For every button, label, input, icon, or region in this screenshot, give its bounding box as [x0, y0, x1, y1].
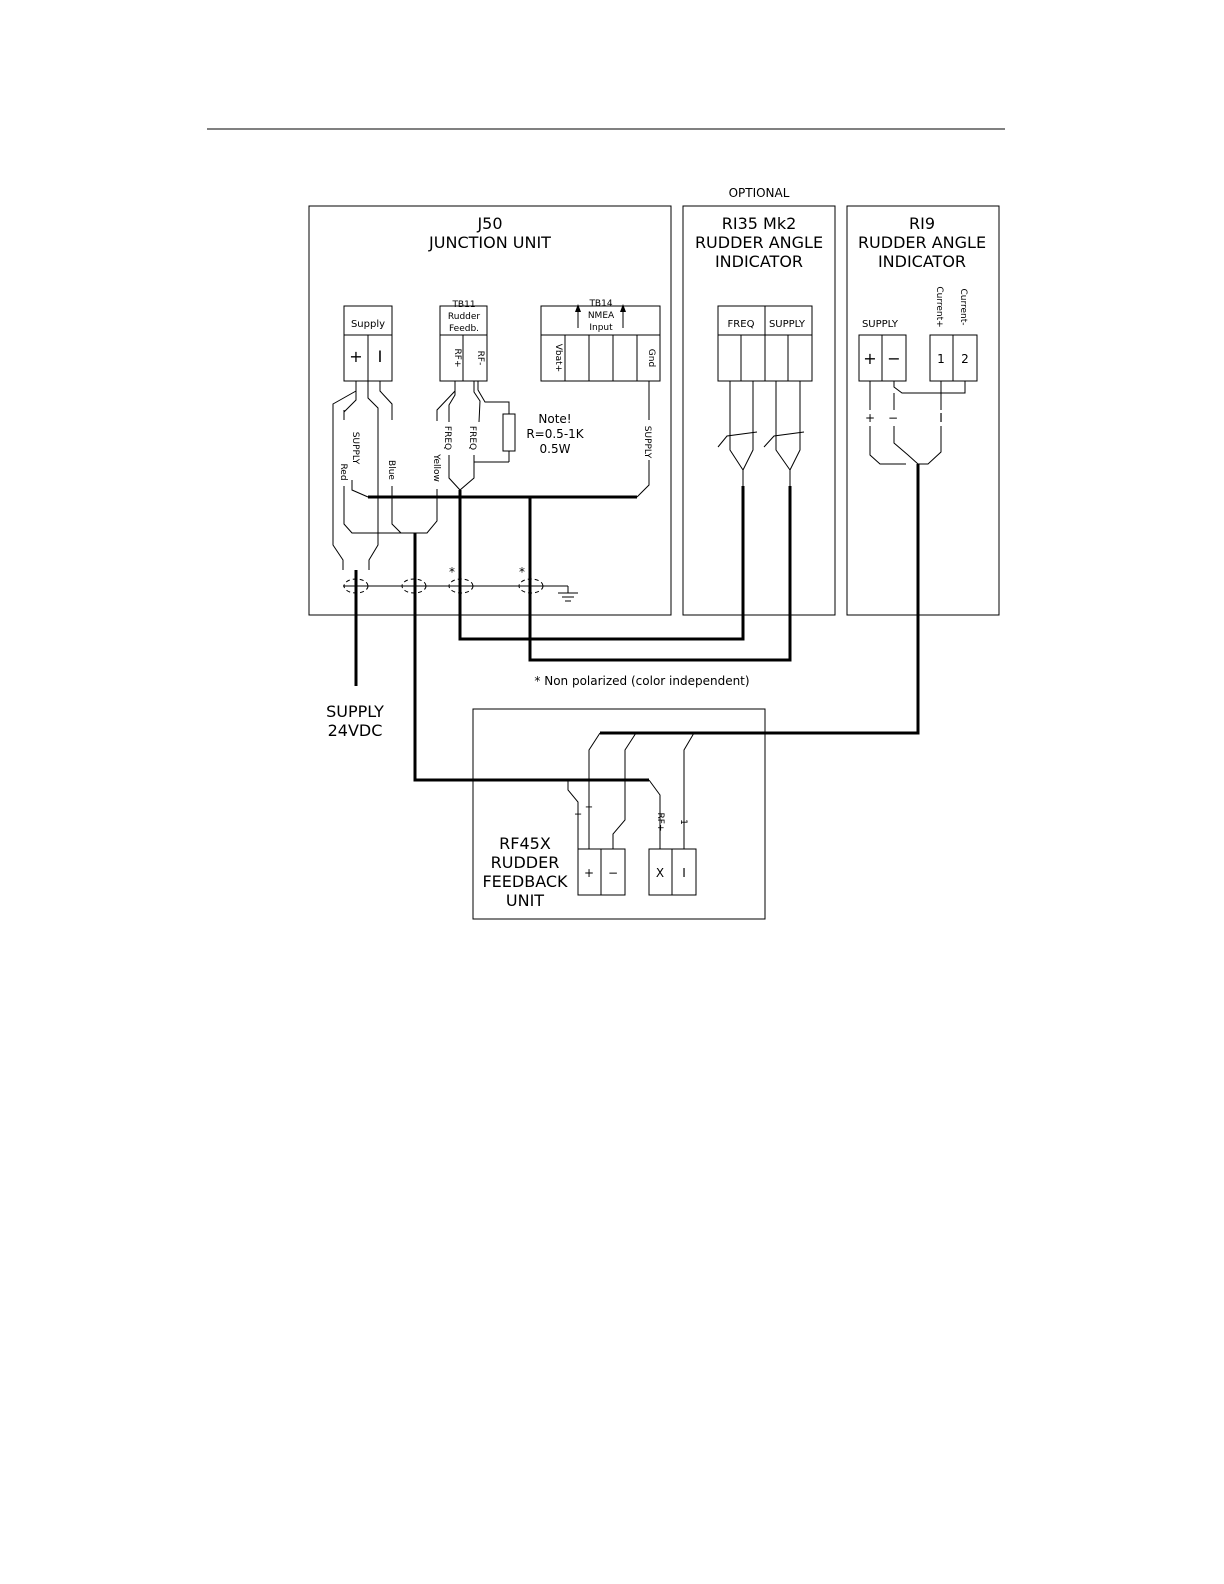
label-supply-right: SUPPLY: [642, 426, 652, 459]
ri9-plus: +: [863, 349, 876, 368]
ri9-line2: RUDDER ANGLE: [858, 233, 986, 252]
resistor: [474, 381, 516, 463]
shield-star-1: *: [449, 565, 455, 579]
label-yellow: Yellow: [431, 453, 441, 482]
rf45x-minus: −: [608, 866, 618, 880]
rf45x-line4: UNIT: [506, 891, 544, 910]
ri35-title: RI35 Mk2: [722, 214, 797, 233]
ri35-line2: RUDDER ANGLE: [695, 233, 823, 252]
rf45x-line1: RF45X: [499, 834, 551, 853]
tb11-rf-minus: RF-: [475, 351, 485, 366]
wire-supply-minus: [379, 381, 393, 420]
ri9-supply-label: SUPPLY: [862, 319, 899, 330]
rf45x-signal-terminal: X I: [648, 848, 697, 896]
ri9-title: RI9: [909, 214, 935, 233]
tb14-line1: TB14: [588, 299, 612, 309]
rf45x-line2: RUDDER: [491, 853, 560, 872]
ri9-minus: −: [887, 349, 900, 368]
wire-freq-join: [448, 455, 475, 491]
wire-gnd-down: [636, 460, 650, 498]
wire-supply-minus-down: [367, 381, 379, 570]
rf45x-feedback-unit: RF45X RUDDER FEEDBACK UNIT + − X I + + I…: [472, 708, 766, 920]
cable-supply-junction: [528, 486, 792, 662]
tb11-line1: TB11: [451, 300, 475, 310]
tb14-line2: NMEA: [588, 311, 615, 321]
j50-tb11-terminal: TB11 Rudder Feedb. RF+ RF-: [439, 300, 488, 382]
optional-label: OPTIONAL: [729, 186, 790, 200]
ri35-terminal: FREQ SUPPLY: [717, 305, 813, 382]
ri9-line3: INDICATOR: [878, 252, 966, 271]
ri9-indicator: RI9 RUDDER ANGLE INDICATOR SUPPLY Curren…: [600, 205, 1000, 735]
j50-junction-unit: J50 JUNCTION UNIT Supply + I TB11 Rudder…: [308, 205, 792, 782]
ri9-wire-minus: −: [888, 411, 898, 425]
rf45x-wire-plus1: +: [572, 810, 583, 818]
rf45x-wire-plus2: +: [585, 802, 593, 813]
cable-rf45x: [413, 533, 649, 782]
ri9-current-terminal: 1 2: [929, 334, 978, 382]
tb11-line2: Rudder: [448, 312, 481, 322]
ri9-wire-i: I: [939, 411, 943, 425]
rf45x-wire-minus: I: [624, 804, 627, 815]
tb14-gnd: Gnd: [646, 349, 656, 367]
cable-freq-ri35: [458, 486, 745, 641]
j50-supply-label: Supply: [351, 319, 385, 330]
wire-supply-plus: [343, 381, 357, 420]
ri35-freq: FREQ: [728, 319, 755, 330]
tb14-line3: Input: [589, 323, 613, 333]
footnote: * Non polarized (color independent): [534, 674, 749, 688]
supply-ext-line1: SUPPLY: [326, 702, 384, 721]
rf45x-x: X: [656, 866, 664, 880]
j50-supply-plus: +: [349, 347, 362, 366]
rf45x-box: [472, 708, 766, 920]
note-line1: Note!: [538, 412, 571, 426]
label-freq1: FREQ: [442, 426, 452, 450]
ri9-box: [846, 205, 1000, 616]
label-red: Red: [338, 463, 348, 480]
ri35-line3: INDICATOR: [715, 252, 803, 271]
wire-blue: [391, 486, 402, 534]
ri9-current-minus: Current-: [958, 288, 968, 325]
shield-star-2: *: [519, 565, 525, 579]
label-supply-left: SUPPLY: [350, 432, 360, 465]
j50-tb14-terminal: TB14 NMEA Input Vbat+ Gnd: [540, 299, 661, 382]
label-blue: Blue: [386, 460, 396, 480]
rf45x-i: I: [682, 866, 686, 880]
rf45x-wire-rf: RF+: [655, 813, 665, 832]
wire-red: [343, 486, 438, 534]
wire-freq1: [448, 381, 456, 422]
ri35-box: [682, 205, 836, 616]
label-freq2: FREQ: [467, 426, 477, 450]
tb11-rf-plus: RF+: [452, 349, 462, 368]
ri9-two: 2: [961, 352, 969, 366]
j50-box: [308, 205, 672, 616]
ri35-supply: SUPPLY: [769, 319, 806, 330]
ri35-indicator: RI35 Mk2 RUDDER ANGLE INDICATOR FREQ SUP…: [682, 205, 836, 616]
rf45x-wire-one: 1: [678, 819, 688, 825]
rf45x-plus: +: [584, 866, 594, 880]
ri9-one: 1: [937, 352, 945, 366]
wire-yellow-up: [436, 381, 456, 421]
cable-supply-main-left: [351, 480, 369, 498]
note-line3: 0.5W: [540, 442, 571, 456]
j50-supply-minus: I: [378, 347, 383, 366]
j50-title: J50: [476, 214, 502, 233]
ri9-supply-terminal: + −: [858, 334, 907, 382]
ri9-wire-plus: +: [865, 411, 875, 425]
j50-subtitle: JUNCTION UNIT: [428, 233, 551, 252]
rf45x-line3: FEEDBACK: [482, 872, 568, 891]
supply-ext-line2: 24VDC: [328, 721, 383, 740]
tb14-vbat: Vbat+: [553, 344, 563, 372]
shield-row: [343, 578, 578, 602]
rf45x-supply-terminal: + −: [577, 848, 626, 896]
note-line2: R=0.5-1K: [526, 427, 584, 441]
j50-supply-terminal: Supply + I: [343, 305, 393, 382]
wire-freq2: [473, 381, 481, 423]
ri9-current-plus: Current+: [934, 286, 944, 327]
tb11-line3: Feedb.: [449, 324, 479, 334]
cable-ri9-rf45x: [600, 464, 920, 735]
